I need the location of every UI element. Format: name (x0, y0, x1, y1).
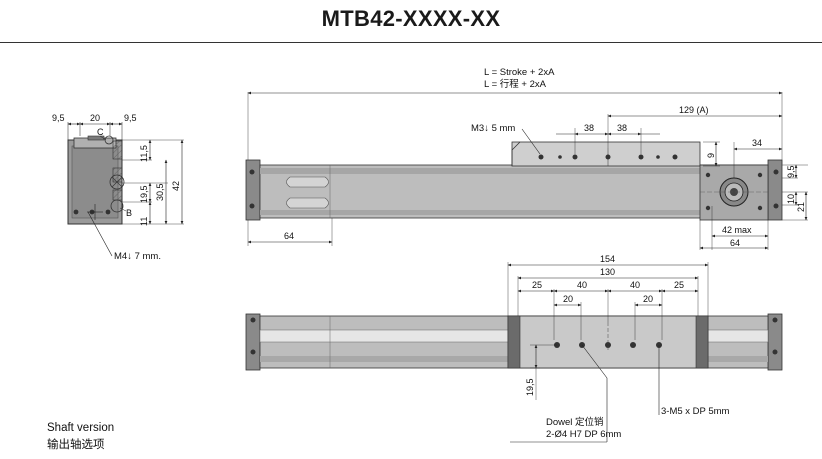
marker-b: B (126, 208, 132, 218)
dim-side-38-a: 38 (584, 123, 594, 133)
top-view: 154 130 25 40 40 25 20 20 19,5 Do (245, 254, 783, 443)
footer-shaft-version: Shaft version (47, 422, 115, 434)
dim-end-19-5: 19,5 (139, 185, 149, 203)
dim-side-34: 34 (752, 138, 762, 148)
length-formula: L = Stroke + 2xA (484, 67, 555, 78)
m5-callout: 3-M5 x DP 5mm (661, 406, 730, 417)
dim-side-9-5: 9,5 (786, 165, 796, 178)
dim-side-21: 21 (796, 202, 806, 212)
page-title: MTB42-XXXX-XX (321, 6, 501, 31)
dim-top-20-b: 20 (643, 294, 653, 304)
dowel-spec: 2-Ø4 H7 DP 6mm (546, 429, 621, 440)
dim-side-64-right: 64 (730, 238, 740, 248)
dim-top-20-a: 20 (563, 294, 573, 304)
length-formula-cn: L = 行程 + 2xA (484, 78, 547, 90)
dim-side-129: 129 (A) (679, 105, 709, 115)
dim-end-30-5: 30,5 (155, 183, 165, 201)
dowel-label: Dowel 定位销 (546, 416, 604, 428)
footer-shaft-version-cn: 输出轴选项 (47, 439, 105, 451)
dim-side-10: 10 (786, 194, 796, 204)
dim-top-19-5: 19,5 (525, 378, 535, 396)
dim-top-154: 154 (600, 254, 615, 264)
dim-top-40-a: 40 (577, 280, 587, 290)
dim-top-130: 130 (600, 267, 615, 277)
dim-side-42max: 42 max (722, 225, 752, 235)
dim-side-64-left: 64 (284, 231, 294, 241)
dim-end-11-5: 11,5 (139, 145, 149, 162)
side-carriage (511, 141, 701, 167)
m3-callout: M3↓ 5 mm (471, 123, 515, 134)
dim-end-9-5-right: 9,5 (124, 113, 137, 123)
dim-top-25-b: 25 (674, 280, 684, 290)
dim-side-9: 9 (706, 153, 716, 158)
end-view: C B 9,5 20 9,5 11,5 19,5 30,5 42 11 M4↓ … (52, 113, 184, 262)
dim-side-38-b: 38 (617, 123, 627, 133)
side-view: L = Stroke + 2xA L = 行程 + 2xA (245, 67, 808, 250)
m4-callout: M4↓ 7 mm. (114, 251, 161, 262)
marker-c: C (97, 127, 104, 137)
dim-end-11: 11 (139, 217, 149, 226)
dim-end-20: 20 (90, 113, 100, 123)
dim-top-25-a: 25 (532, 280, 542, 290)
title-underline (0, 42, 822, 43)
dim-end-42: 42 (171, 181, 181, 191)
dim-top-40-b: 40 (630, 280, 640, 290)
dim-end-9-5-left: 9,5 (52, 113, 65, 123)
